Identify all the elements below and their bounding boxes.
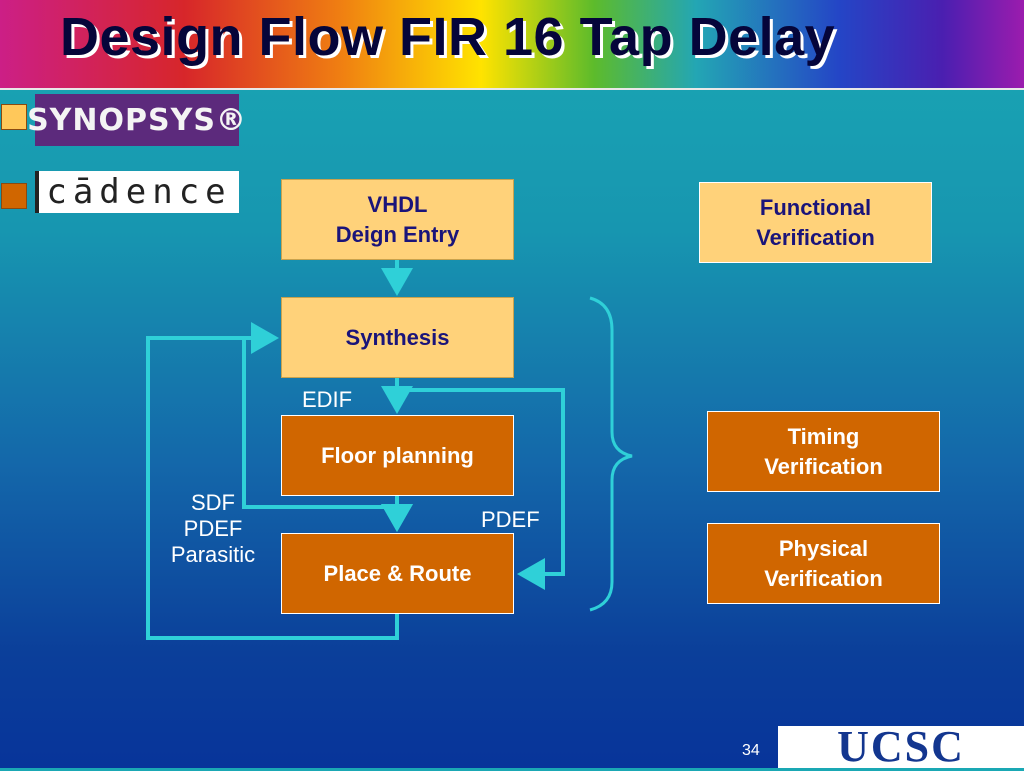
timing-verification-box: Timing Verification: [707, 411, 940, 492]
cadence-logo: cādence: [35, 171, 239, 213]
cadence-logo-text: cādence: [46, 172, 232, 212]
synthesis-box: Synthesis: [281, 297, 514, 378]
page-number: 34: [742, 742, 760, 759]
ucsc-logo-text: UCSC: [837, 722, 965, 771]
pdef-label: PDEF: [481, 507, 540, 532]
title-bar: Design Flow FIR 16 Tap Delay: [0, 0, 1024, 90]
arrow-pdef-to-place: [397, 388, 565, 590]
cadence-bullet-icon: [1, 183, 27, 209]
functional-verification-box: Functional Verification: [699, 182, 932, 263]
edif-label: EDIF: [302, 387, 353, 412]
slide-title: Design Flow FIR 16 Tap Delay: [60, 7, 836, 67]
arrow-place-feedback-to-synthesis: [146, 322, 399, 640]
physical-verification-box: Physical Verification: [707, 523, 940, 604]
sdf-pdef-parasitic-label: SDF PDEF Parasitic: [170, 490, 256, 567]
synopsys-bullet-icon: [1, 104, 27, 130]
floor-planning-box: Floor planning: [281, 415, 514, 496]
place-route-box: Place & Route: [281, 533, 514, 614]
synopsys-logo: SYNOPSYS®: [27, 94, 246, 146]
verification-brace: [589, 296, 633, 612]
ucsc-logo: UCSC: [778, 722, 1024, 771]
synopsys-logo-text: SYNOPSYS®: [27, 102, 247, 138]
vhdl-entry-box: VHDL Deign Entry: [281, 179, 514, 260]
arrow-sdf-feedback-to-place: [242, 338, 413, 532]
